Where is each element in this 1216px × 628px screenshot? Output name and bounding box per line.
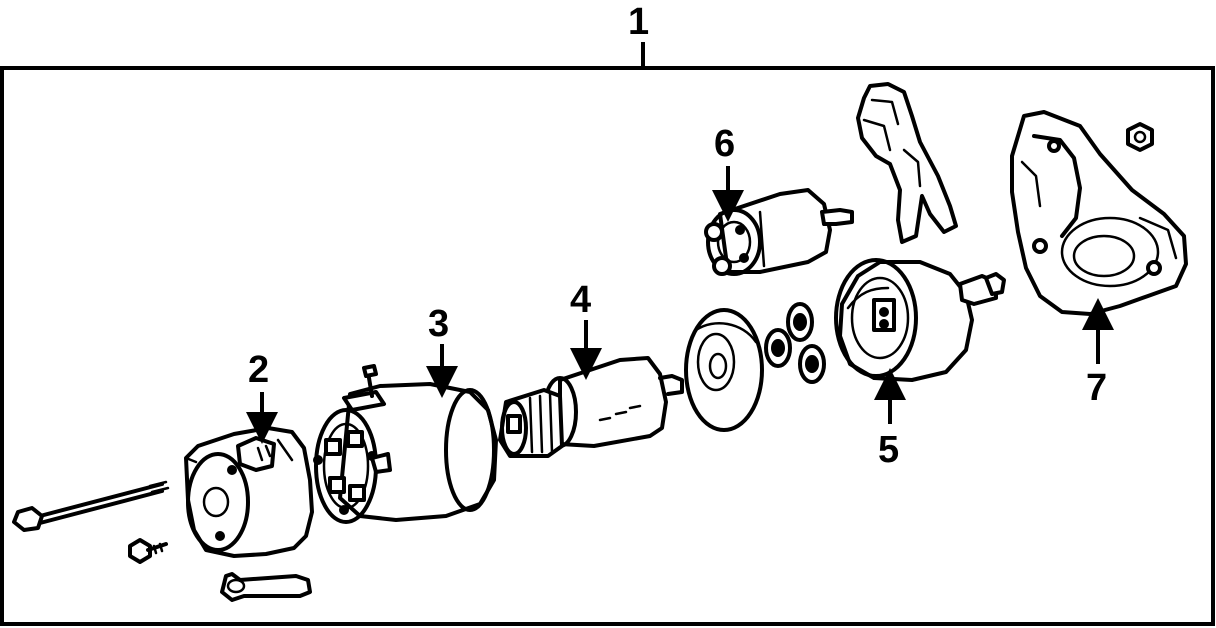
- callout-7-label: 7: [1086, 367, 1107, 409]
- callout-7: 7: [1082, 298, 1114, 409]
- callout-1: 1: [628, 1, 649, 68]
- planetary-gears: [764, 302, 826, 384]
- callout-4: 4: [570, 279, 602, 380]
- drive-end-housing: [1010, 110, 1188, 316]
- callout-6: 6: [712, 123, 744, 222]
- assembly-border: [0, 66, 1215, 626]
- solenoid: [704, 188, 854, 276]
- callout-2: 2: [246, 349, 278, 444]
- drive-housing: [834, 258, 1006, 382]
- through-bolt: [12, 480, 170, 532]
- terminal-lead: [220, 572, 312, 602]
- callout-5: 5: [874, 368, 906, 471]
- callout-2-label: 2: [248, 349, 269, 391]
- callout-5-label: 5: [878, 429, 899, 471]
- small-screw: [128, 538, 168, 564]
- shift-lever: [856, 82, 958, 244]
- armature: [498, 356, 684, 458]
- callout-6-label: 6: [714, 123, 735, 165]
- callout-3: 3: [426, 303, 458, 398]
- hex-nut: [1126, 122, 1154, 152]
- callout-3-label: 3: [428, 303, 449, 345]
- gear-plate: [684, 308, 764, 432]
- callout-4-label: 4: [570, 279, 591, 321]
- end-frame: [184, 426, 314, 558]
- field-frame: [313, 364, 498, 524]
- callout-1-label: 1: [628, 1, 649, 43]
